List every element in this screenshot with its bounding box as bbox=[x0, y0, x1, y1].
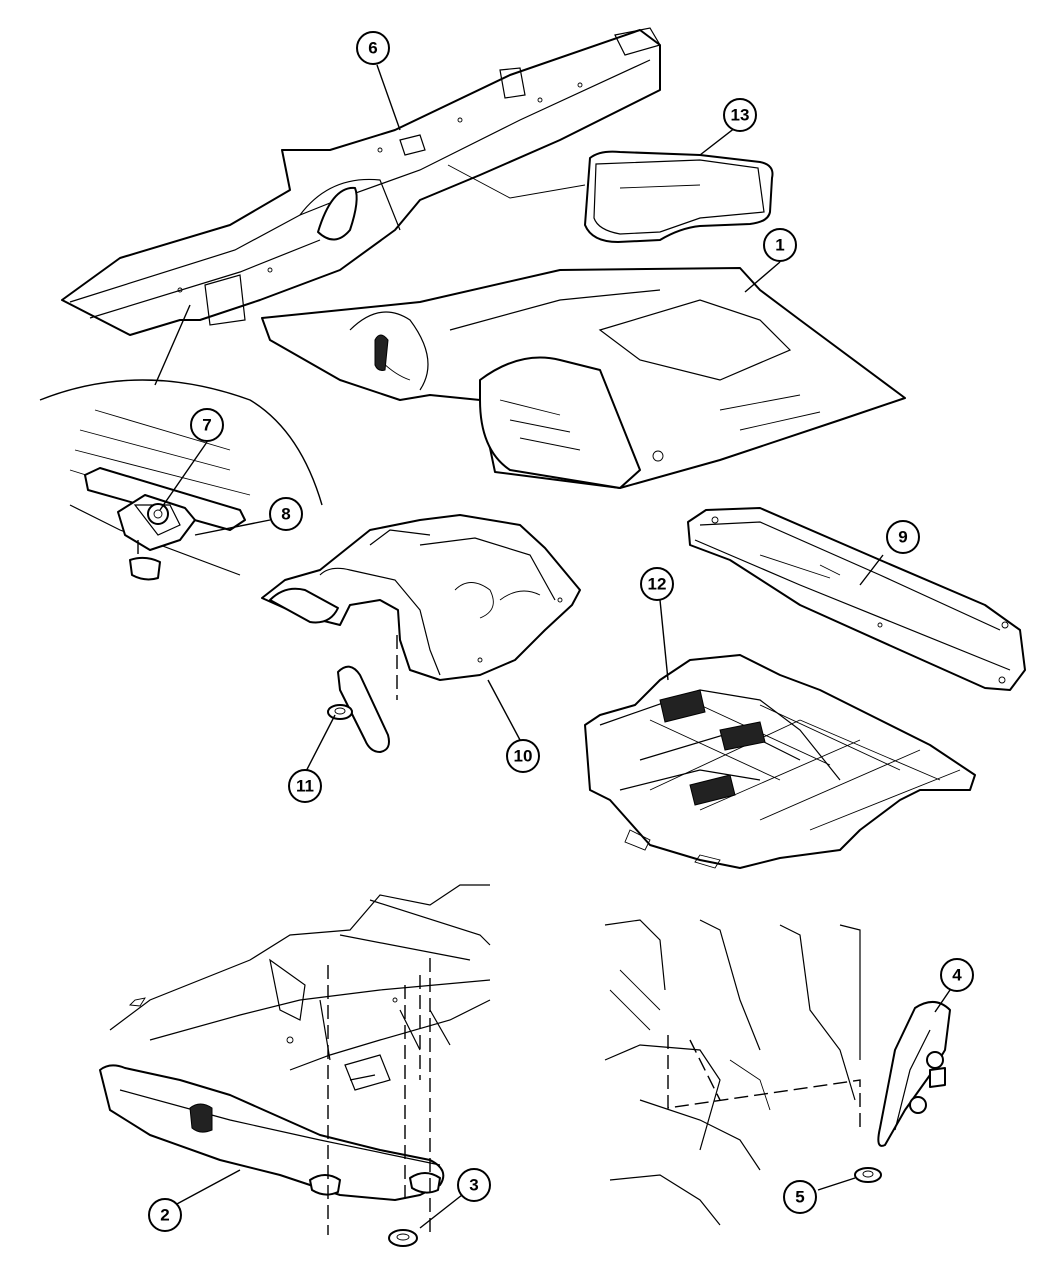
callout-13-label: 13 bbox=[731, 106, 750, 125]
plug-part-11 bbox=[327, 635, 398, 753]
callout-6: 6 bbox=[356, 31, 390, 65]
callout-12: 12 bbox=[640, 567, 674, 601]
callout-11: 11 bbox=[288, 769, 322, 803]
frame-rail-part-6 bbox=[61, 27, 661, 336]
callout-1: 1 bbox=[763, 228, 797, 262]
callout-10: 10 bbox=[506, 739, 540, 773]
callout-7: 7 bbox=[190, 408, 224, 442]
callout-8: 8 bbox=[269, 497, 303, 531]
callout-1-label: 1 bbox=[775, 236, 784, 255]
callout-9: 9 bbox=[886, 520, 920, 554]
callout-6-label: 6 bbox=[368, 39, 377, 58]
callout-5-label: 5 bbox=[795, 1188, 804, 1207]
underbody-detail-left bbox=[99, 884, 491, 1247]
callout-4: 4 bbox=[940, 958, 974, 992]
callout-4-label: 4 bbox=[952, 966, 962, 985]
callout-5: 5 bbox=[783, 1180, 817, 1214]
callout-3-label: 3 bbox=[469, 1176, 478, 1195]
bushing-detail-inset bbox=[39, 304, 323, 581]
crossmember-part-9 bbox=[687, 507, 1026, 691]
callout-12-label: 12 bbox=[648, 575, 667, 594]
callout-3: 3 bbox=[457, 1168, 491, 1202]
insulator-pad-part-13 bbox=[447, 150, 774, 243]
callout-11-label: 11 bbox=[296, 777, 314, 796]
callout-7-label: 7 bbox=[202, 416, 211, 435]
underbody-detail-right bbox=[604, 919, 951, 1226]
tunnel-panel-part-10 bbox=[261, 514, 581, 681]
callout-9-label: 9 bbox=[898, 528, 907, 547]
callout-2-label: 2 bbox=[160, 1206, 169, 1225]
callout-2: 2 bbox=[148, 1198, 182, 1232]
callout-8-label: 8 bbox=[281, 505, 290, 524]
floor-mat-part-12 bbox=[584, 654, 976, 869]
callout-13: 13 bbox=[723, 98, 757, 132]
floor-pan-part-1 bbox=[261, 267, 906, 489]
callout-10-label: 10 bbox=[514, 747, 533, 766]
